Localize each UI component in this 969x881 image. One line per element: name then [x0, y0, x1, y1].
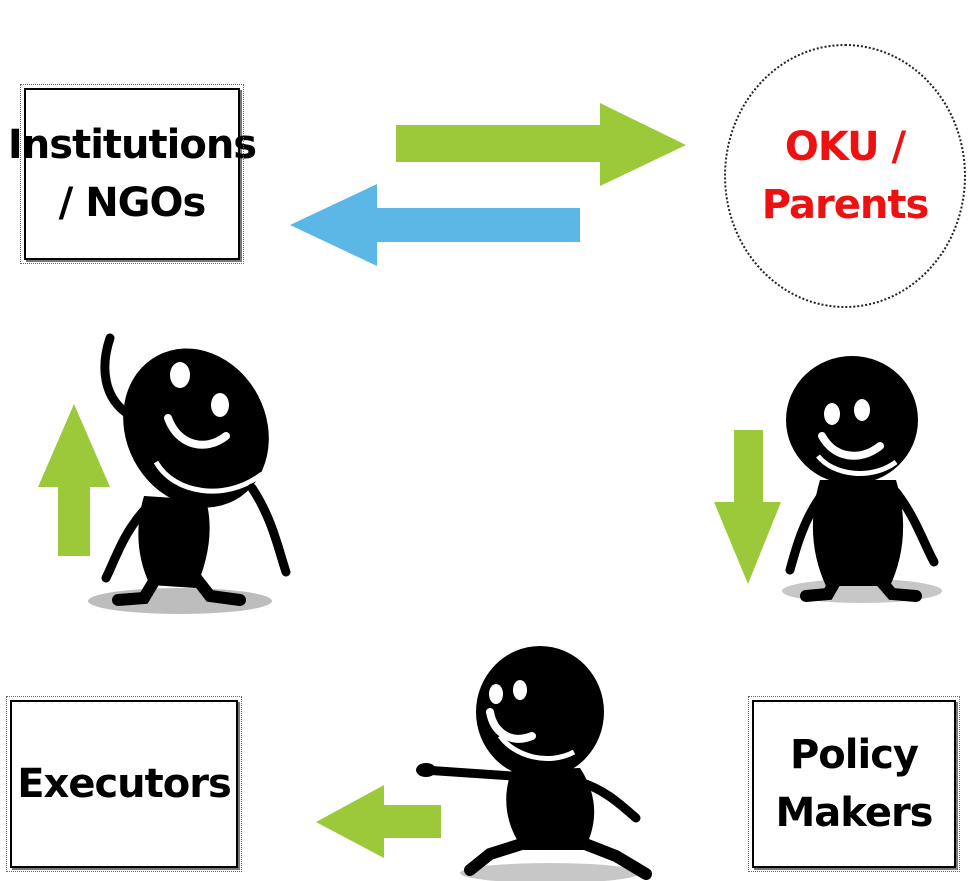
oku-label-line2: Parents	[761, 182, 929, 228]
oku-label-line1: OKU /	[784, 124, 906, 170]
arrow-left-blue-icon	[290, 184, 580, 266]
executors-label: Executors	[17, 761, 232, 807]
arrow-up-green-icon	[38, 404, 110, 556]
institutions-label-line1: Institutions	[7, 122, 257, 168]
policy-label-line2: Makers	[775, 790, 934, 836]
cheering-figure-icon	[88, 333, 291, 614]
policy-label-line1: Policy	[789, 732, 919, 778]
node-oku-parents: OKU / Parents	[724, 44, 966, 308]
arrow-left-green-icon	[316, 785, 441, 858]
pointing-figure-icon	[416, 646, 652, 881]
institutions-label-line2: / NGOs	[58, 180, 207, 226]
arrow-down-green-icon	[714, 430, 781, 584]
node-policy-makers: Policy Makers	[748, 696, 960, 872]
smiling-figure-icon	[782, 356, 942, 603]
arrow-right-green-icon	[396, 103, 686, 186]
